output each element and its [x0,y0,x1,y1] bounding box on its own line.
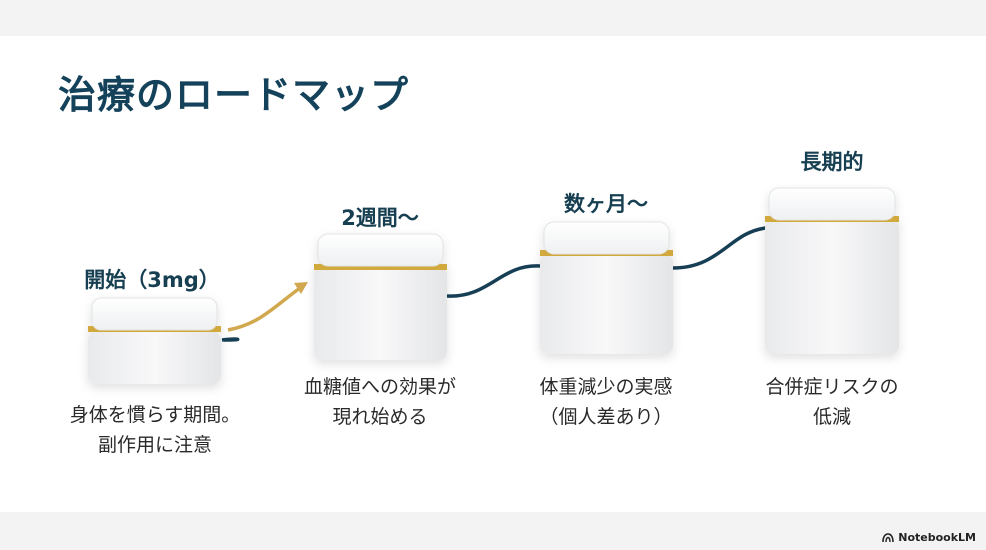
stage-caption-4: 合併症リスクの 低減 [732,372,932,432]
stage-caption-4-line-2: 低減 [732,402,932,432]
stage-caption-3-line-1: 体重減少の実感 [506,372,706,402]
stage-caption-1-line-2: 副作用に注意 [50,430,260,460]
notebooklm-brand: NotebookLM [882,531,976,544]
connector-line-1 [222,339,238,340]
stage-label-1: 開始（3mg） [72,264,232,294]
stage-caption-3: 体重減少の実感 （個人差あり） [506,372,706,432]
stage-caption-2: 血糖値への効果が 現れ始める [280,372,480,432]
stage-caption-2-line-2: 現れ始める [280,402,480,432]
stage-box-2 [314,234,447,360]
connector-line-2 [447,266,540,296]
stage-box-3 [540,222,673,354]
stage-label-4: 長期的 [772,146,892,176]
stage-caption-4-line-1: 合併症リスクの [732,372,932,402]
arrow-connector [228,288,300,330]
stage-caption-1: 身体を慣らす期間。 副作用に注意 [50,400,260,460]
stage-box-4 [765,188,899,354]
stage-caption-1-line-1: 身体を慣らす期間。 [50,400,260,430]
stage-label-3: 数ヶ月〜 [546,188,666,218]
notebooklm-logo-icon [882,533,894,543]
stage-label-2: 2週間〜 [320,202,440,232]
connector-line-3 [673,228,766,268]
slide: 治療のロードマップ [0,36,986,512]
brand-name: NotebookLM [898,531,976,544]
stage-caption-3-line-2: （個人差あり） [506,402,706,432]
stage-box-1 [88,298,221,384]
stage-caption-2-line-1: 血糖値への効果が [280,372,480,402]
